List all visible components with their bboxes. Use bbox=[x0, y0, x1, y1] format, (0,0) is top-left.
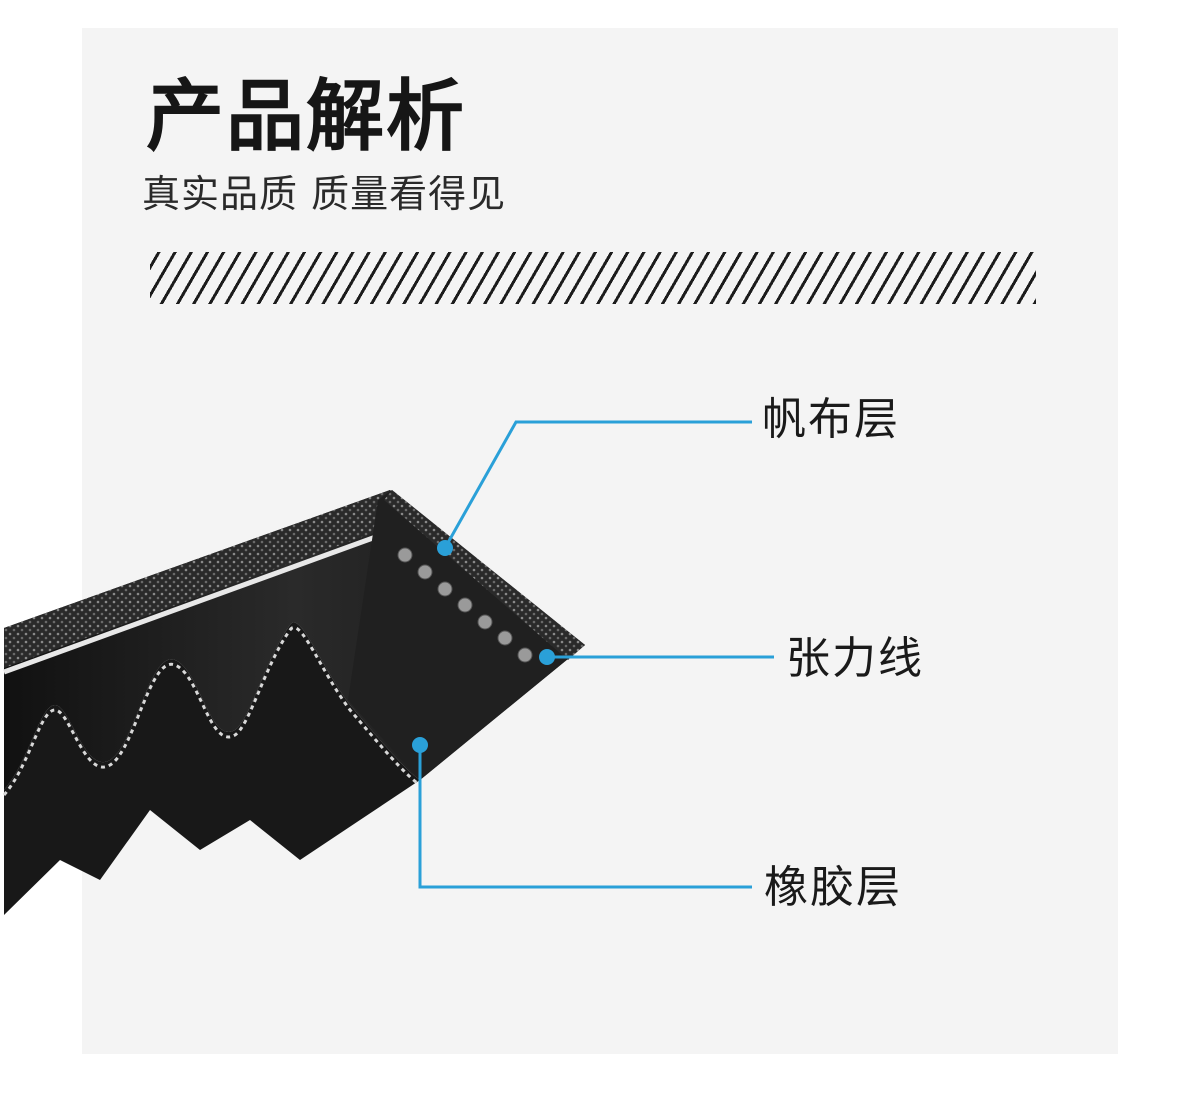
belt-lower bbox=[4, 622, 420, 915]
dot-canvas bbox=[437, 540, 453, 556]
tension-cords bbox=[397, 547, 533, 663]
cross-section-fabric bbox=[384, 490, 585, 660]
leader-line-rubber bbox=[418, 745, 752, 889]
hatch-divider bbox=[150, 252, 1036, 304]
label-rubber-layer: 橡胶层 bbox=[764, 862, 902, 913]
page-subtitle: 真实品质 质量看得见 bbox=[142, 172, 507, 216]
dot-tension bbox=[539, 649, 555, 665]
page-title: 产品解析 bbox=[146, 72, 467, 162]
stitch-line bbox=[2, 626, 421, 796]
cross-section bbox=[348, 490, 585, 780]
leader-line-canvas bbox=[443, 420, 752, 549]
belt-white-line bbox=[3, 527, 396, 675]
label-canvas-layer: 帆布层 bbox=[762, 394, 900, 445]
fabric-top bbox=[4, 490, 395, 668]
label-tension-cord: 张力线 bbox=[786, 633, 924, 684]
dot-rubber bbox=[412, 737, 428, 753]
